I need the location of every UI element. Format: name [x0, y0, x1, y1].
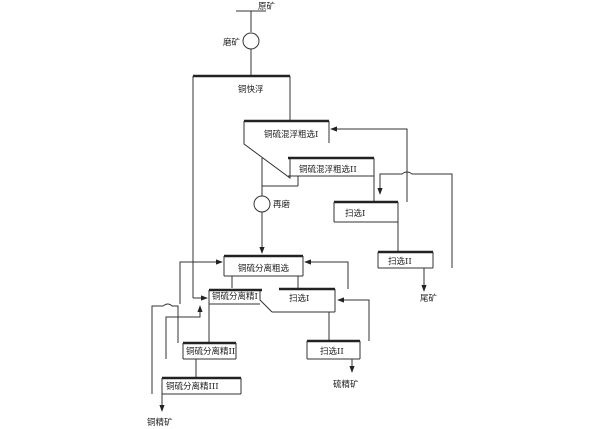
regrinding-mill: 再磨: [253, 195, 291, 213]
separation-cleaner-3-label: 铜硫分离精III: [166, 381, 219, 392]
scavenger-1-lower-label: 扫选I: [289, 293, 309, 304]
regrinding-label: 再磨: [273, 199, 291, 210]
grinding-label: 磨矿: [223, 37, 241, 48]
scavenger-2-lower-cell: 扫选II: [306, 339, 361, 360]
bulk-rougher-1-label: 铜硫混浮粗选I: [264, 129, 318, 140]
scavenger-1-upper-label: 扫选I: [345, 208, 365, 219]
scavenger-2-lower-label: 扫选II: [320, 346, 344, 357]
cu-fast-flotation-label: 铜快浮: [238, 84, 264, 95]
ore-label: 原矿: [258, 1, 276, 12]
grinding-mill: 磨矿: [223, 32, 260, 50]
regrinding-circle: [253, 195, 271, 213]
separation-cleaner-1-label: 铜硫分离精I: [212, 291, 258, 302]
separation-cleaner-1-cell: 铜硫分离精I: [208, 288, 273, 313]
bulk-rougher-2-label: 铜硫混浮粗选II: [299, 164, 357, 175]
scavenger-2-upper-label: 扫选II: [388, 256, 412, 267]
grinding-circle: [242, 32, 260, 50]
separation-cleaner-2-cell: 铜硫分离精II: [182, 341, 237, 360]
separation-rougher-label: 铜硫分离粗选: [238, 263, 290, 274]
bulk-rougher-1-cell: 铜硫混浮粗选I: [243, 119, 330, 179]
separation-cleaner-2-label: 铜硫分离精II: [186, 346, 235, 357]
scavenger-2-upper-cell: 扫选II: [377, 250, 434, 269]
copper-concentrate-label: 铜精矿: [147, 417, 173, 428]
tailings-label: 尾矿: [420, 293, 438, 304]
cu-fast-flotation-cell: 铜快浮: [192, 74, 291, 121]
ore-feed: 原矿: [236, 1, 276, 32]
scavenger-1-upper-cell: 扫选I: [333, 200, 399, 223]
separation-rougher-cell: 铜硫分离粗选: [223, 254, 304, 277]
sulfur-concentrate-label: 硫精矿: [333, 379, 359, 390]
bulk-rougher-2-cell: 铜硫混浮粗选II: [288, 156, 375, 177]
scavenger-1-lower-cell: 扫选I: [272, 287, 336, 313]
separation-cleaner-3-cell: 铜硫分离精III: [161, 376, 242, 395]
